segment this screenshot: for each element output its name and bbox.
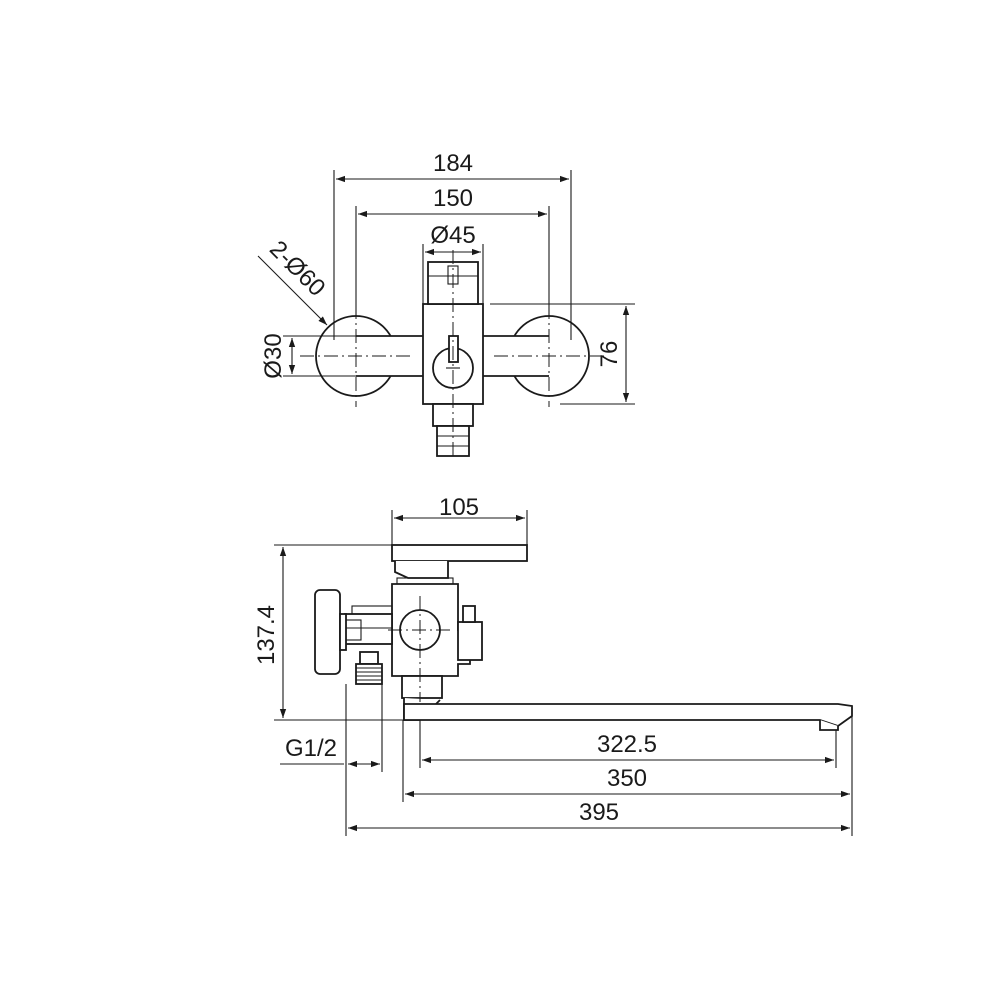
dim-body-diameter: Ø45	[430, 222, 475, 249]
dim-spout-length-1: 322.5	[597, 731, 657, 758]
dim-inlet-diameter: Ø30	[260, 333, 287, 378]
top-view: 184 150 Ø45 2-Ø60 Ø30 76	[257, 150, 635, 460]
lever-base	[394, 561, 449, 579]
spout-collar	[401, 675, 443, 699]
dim-center-distance: 150	[433, 185, 473, 212]
side-view: 105 137.4 G1/2 322.5 350 395	[253, 494, 853, 836]
side-diverter	[457, 621, 483, 661]
connector-arm	[344, 613, 393, 645]
thread-fitting	[355, 663, 383, 685]
side-flange	[314, 589, 341, 675]
dim-flange-diameter: 2-Ø60	[264, 236, 330, 302]
dim-height-side: 137.4	[253, 605, 280, 665]
spout	[403, 703, 853, 727]
dim-spout-length-2: 350	[607, 765, 647, 792]
dim-thread: G1/2	[285, 735, 337, 762]
lever-handle	[391, 544, 528, 562]
dim-handle-length: 105	[439, 494, 479, 521]
dim-overall-length: 395	[579, 799, 619, 826]
dim-height-top: 76	[596, 341, 623, 368]
dim-overall-width: 184	[433, 150, 473, 177]
eccentric-nut	[359, 651, 379, 665]
spout-aerator	[819, 720, 839, 731]
